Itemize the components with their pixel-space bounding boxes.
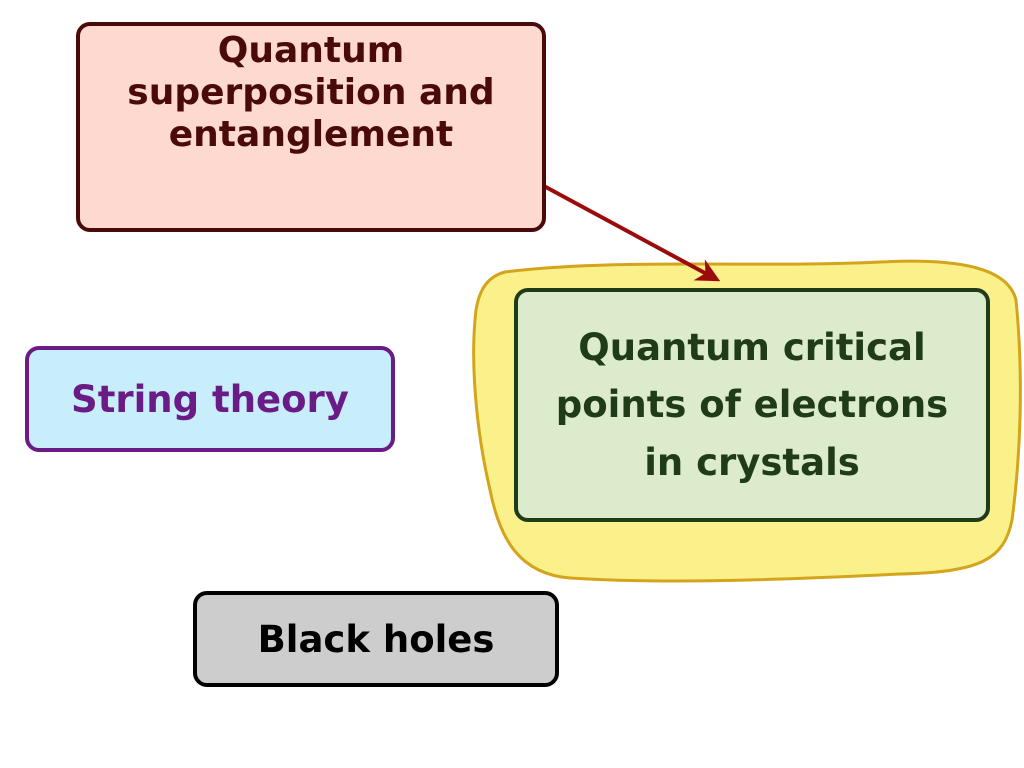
node-label-quantum-critical-points: Quantum critical points of electrons in … <box>555 325 949 484</box>
node-quantum-critical-points: Quantum critical points of electrons in … <box>514 288 990 522</box>
node-label-black-holes: Black holes <box>257 617 495 661</box>
node-label-quantum-superposition: Quantum superposition and entanglement <box>127 30 495 156</box>
node-string-theory: String theory <box>25 346 395 452</box>
node-quantum-superposition: Quantum superposition and entanglement <box>76 22 546 232</box>
node-label-string-theory: String theory <box>71 377 349 421</box>
node-black-holes: Black holes <box>193 591 559 687</box>
